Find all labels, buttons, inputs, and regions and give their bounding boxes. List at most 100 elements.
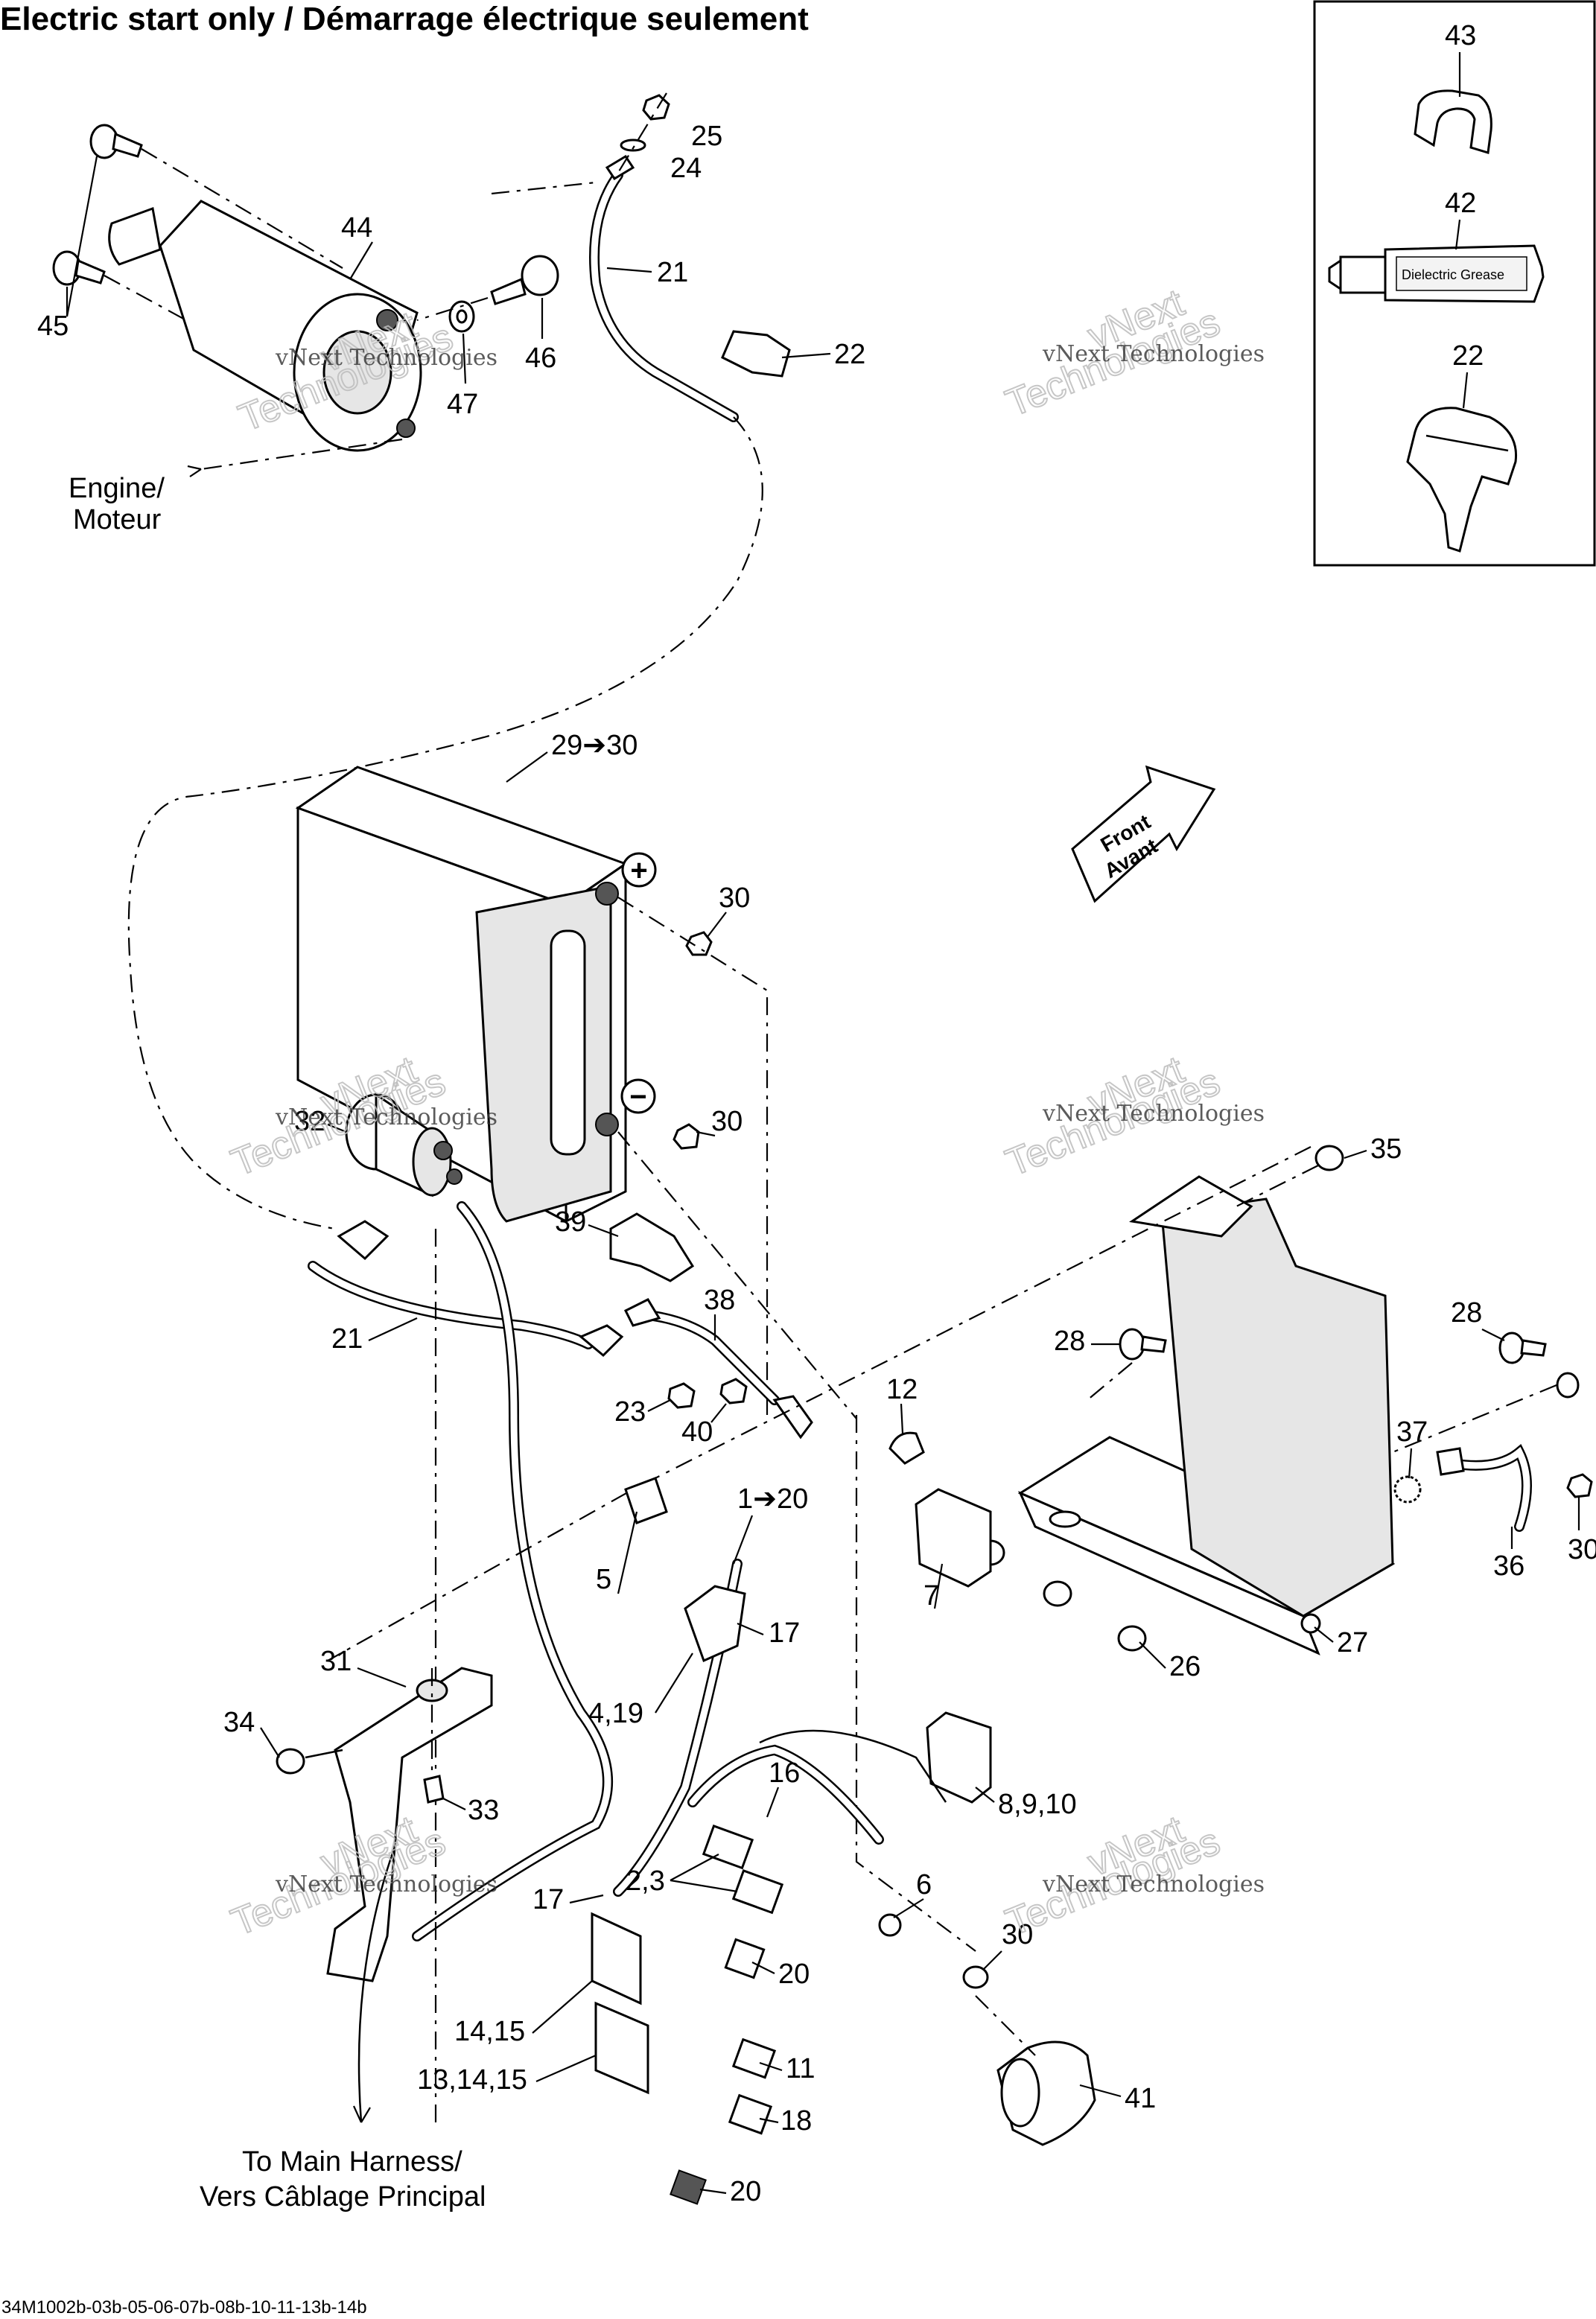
tube-label: Dielectric Grease [1402,267,1504,282]
arrow [187,465,202,477]
arrow [352,2105,371,2123]
callout-39: 39 [555,1206,586,1238]
fuse-20-bottom [670,2169,707,2205]
bolt-35 [1314,1145,1344,1171]
watermark-text: vNext Technologies [275,345,497,371]
leader-line [655,1652,693,1714]
callout-22-inset: 22 [1452,340,1484,372]
callout-46: 46 [525,343,556,374]
leader-line [982,1950,1002,1970]
leader-line [535,2054,597,2083]
leader-line [975,1787,995,1803]
nut-25 [642,94,670,121]
callout-6: 6 [916,1869,932,1900]
ring-terminal-6 [878,1913,902,1937]
leader-line [349,241,373,280]
axis-line [104,275,187,321]
leader-line [696,1130,716,1137]
callout-35: 35 [1370,1133,1402,1165]
leader-line [532,1980,593,2034]
bolt-28-left [1119,1328,1167,1361]
axis-line-engine [200,438,403,471]
relay-socket [926,1711,992,1804]
leader-line [617,1511,638,1594]
diagram-code: 34M1002b-03b-05-06-07b-08b-10-11-13b-14b [1,2297,367,2318]
callout-26: 26 [1169,1651,1201,1682]
leader-line [506,751,548,783]
callout-31: 31 [320,1646,352,1677]
leader-line [327,1123,347,1133]
cable-38 [623,1298,813,1440]
callout-4-19: 4,19 [588,1698,643,1729]
callout-42: 42 [1445,188,1476,219]
callout-38: 38 [704,1285,735,1316]
leader-line [1139,1641,1166,1669]
leader-line [933,1563,944,1609]
plus-sign: + [630,854,647,887]
watermark-text: vNext Technologies [1042,341,1265,367]
negative-terminal-symbol: − [620,1078,656,1114]
leader-line [710,1403,727,1423]
screw-33 [423,1775,445,1804]
clip-22-top [721,330,791,378]
washer-24 [620,139,646,152]
leader-line [759,2117,779,2124]
callout-25: 25 [691,121,722,152]
leader-line [707,912,727,938]
callout-30-ground: 30 [1568,1534,1596,1565]
leader-line [442,1798,466,1810]
callout-41: 41 [1125,2083,1156,2114]
callout-28-left: 28 [1054,1326,1085,1357]
nut-23 [667,1382,696,1409]
washer-47 [448,300,475,333]
callout-40: 40 [681,1416,713,1448]
watermark-text: vNext Technologies [1042,1101,1265,1127]
leader-line [737,1622,764,1636]
callout-8-9-10: 8,9,10 [998,1789,1077,1820]
cable-21-top [589,154,739,422]
callout-33: 33 [468,1795,499,1826]
leader-line [893,1898,924,1918]
callout-30-bottom: 30 [1002,1919,1033,1950]
leader-line [569,1894,604,1904]
leader-line [732,1515,754,1565]
watermark-text: vNext Technologies [275,1104,497,1130]
callout-36: 36 [1493,1550,1525,1582]
leader-line [1079,2084,1122,2098]
clip-22-inset [1406,407,1518,553]
callout-28-right: 28 [1451,1297,1482,1329]
bolt-45-top [89,124,143,159]
leader-line [751,1962,775,1974]
callout-17-bottom: 17 [532,1884,564,1915]
nut-40 [719,1378,748,1405]
axis-line [1087,1362,1133,1401]
leader-line [766,1787,780,1818]
axis-line [975,1995,1036,2056]
nut-30-positive [685,931,713,956]
callout-1-20: 1➔20 [737,1483,808,1515]
callout-27: 27 [1337,1627,1368,1658]
bolt-28-right [1498,1332,1580,1399]
bolt-34 [276,1748,305,1775]
watermark-text: vNext Technologies [1042,1871,1265,1897]
callout-30-negative: 30 [711,1106,743,1137]
callout-22-top: 22 [834,339,865,370]
leader-line [260,1727,280,1758]
cablage-principal-label: Vers Câblage Principal [200,2181,486,2213]
callout-14-15: 14,15 [454,2016,525,2047]
clip-5 [624,1477,668,1524]
cable-21-bottom [308,1261,624,1358]
cable-clip-43 [1414,89,1492,154]
main-harness-label: To Main Harness/ [242,2146,462,2178]
watermarks: vNext Technologies vNext Technologies vN… [225,280,1265,1945]
callout-16: 16 [769,1757,800,1789]
callout-23: 23 [614,1396,646,1428]
battery-29 [295,766,629,1224]
fuse-18 [728,2093,773,2135]
callout-47: 47 [447,389,478,420]
leader-line [462,333,467,384]
callout-20-top: 20 [778,1959,810,1990]
callout-13-14-15: 13,14,15 [417,2064,527,2096]
leader-line [699,2188,727,2195]
bracket-31 [326,1667,493,1982]
